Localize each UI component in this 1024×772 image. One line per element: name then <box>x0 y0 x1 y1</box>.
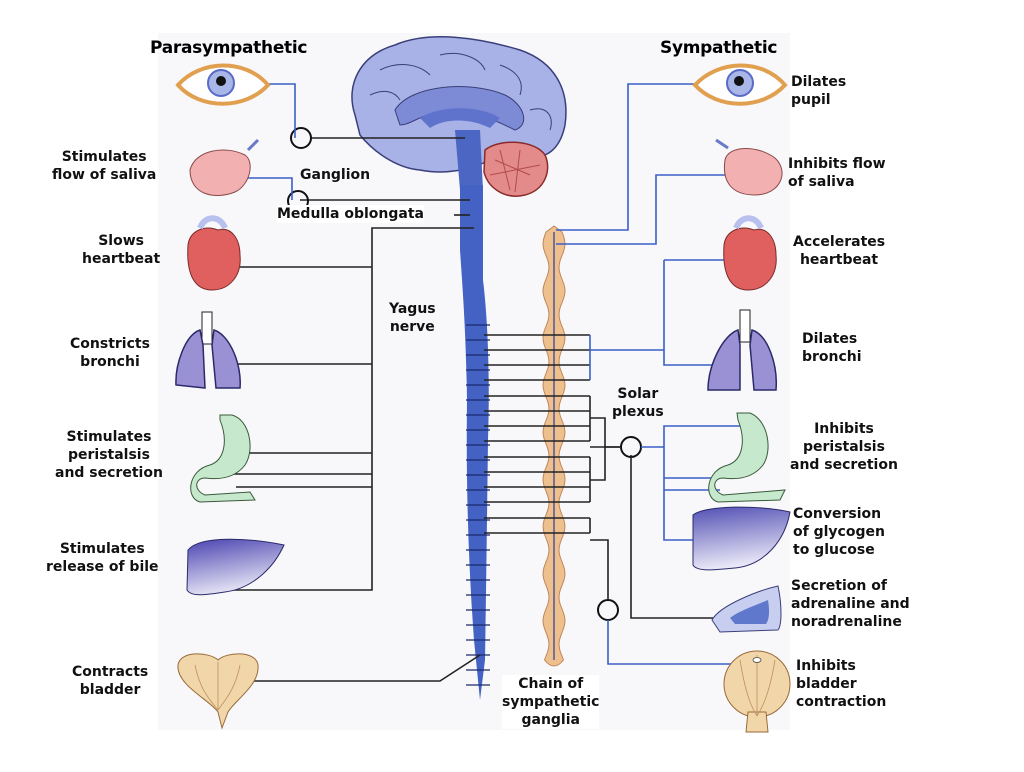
lungs-right <box>707 309 777 391</box>
para-effect-lungs: Constricts bronchi <box>70 336 150 370</box>
solar-plexus-ganglion <box>620 436 642 458</box>
sym-effect-heart: Accelerates heartbeat <box>793 234 886 268</box>
para-effect-stomach: Stimulates peristalsis and secretion <box>55 429 163 481</box>
para-effect-heart: Slows heartbeat <box>82 233 161 267</box>
lungs-left <box>175 311 241 389</box>
liver-left <box>186 538 285 596</box>
sympathetic-black-nerves <box>590 446 735 619</box>
bladder-left <box>177 653 259 730</box>
solar-plexus-connections <box>590 417 621 600</box>
sym-effect-eye: Dilates pupil <box>791 74 847 108</box>
sym-effect-liver: Conversion of glycogen to glucose <box>793 506 885 558</box>
liver-right <box>692 506 791 571</box>
sym-effect-saliva: Inhibits flow of saliva <box>788 156 886 190</box>
sympathetic-nerves <box>556 83 745 665</box>
sympathetic-chain <box>542 225 566 667</box>
label-vagus-nerve: Yagus nerve <box>389 301 436 335</box>
heart-left <box>187 215 241 291</box>
sym-effect-stomach: Inhibits peristalsis and secretion <box>790 421 898 473</box>
title-sympathetic: Sympathetic <box>660 38 778 58</box>
spinal-cord <box>460 185 490 700</box>
label-medulla-oblongata: Medulla oblongata <box>277 205 424 223</box>
title-parasympathetic: Parasympathetic <box>150 38 308 58</box>
sym-effect-bladder: Inhibits bladder contraction <box>796 658 887 710</box>
stomach-right <box>708 412 786 503</box>
adrenal-gland-right <box>711 585 782 633</box>
salivary-gland-right <box>715 138 783 196</box>
eye-left <box>175 63 271 106</box>
eye-right <box>692 63 788 106</box>
bladder-ganglion <box>597 599 619 621</box>
para-effect-saliva: Stimulates flow of saliva <box>52 149 157 183</box>
heart-right <box>723 215 777 291</box>
label-solar-plexus: Solar plexus <box>612 386 664 420</box>
brain <box>351 36 567 197</box>
parasympathetic-nerves <box>218 137 481 682</box>
label-sympathetic-chain: Chain of sympathetic ganglia <box>502 675 600 729</box>
stomach-left <box>190 414 256 503</box>
salivary-gland-left <box>189 138 260 196</box>
para-effect-liver: Stimulates release of bile <box>46 541 159 575</box>
sym-effect-adrenal: Secretion of adrenaline and noradrenalin… <box>791 578 910 630</box>
ganglion-eye <box>290 127 312 149</box>
bladder-right <box>723 650 791 733</box>
sym-effect-lungs: Dilates bronchi <box>802 331 862 365</box>
label-ganglion: Ganglion <box>300 167 371 183</box>
para-effect-bladder: Contracts bladder <box>72 664 149 698</box>
